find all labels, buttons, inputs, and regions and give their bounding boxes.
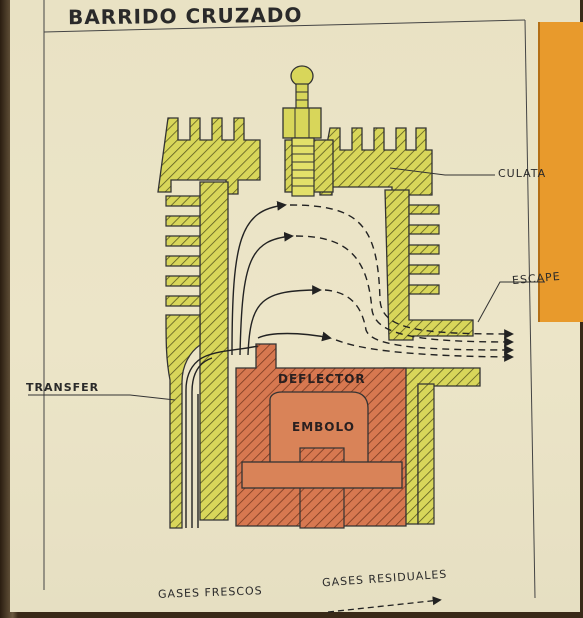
legend-residual-line [327, 596, 442, 613]
orange-margin-tab [538, 22, 583, 322]
transfer-line-2 [191, 357, 213, 528]
escape-leader [477, 281, 545, 323]
label-transfer: TRANSFER [26, 381, 100, 394]
diagram-title: BARRIDO CRUZADO [67, 2, 303, 30]
fresh-arrow-top [231, 201, 287, 356]
residual-arrow-4 [335, 339, 514, 362]
fresh-arrow-low [247, 285, 322, 356]
label-embolo: EMBOLO [292, 420, 355, 434]
residual-gas-flow [289, 204, 514, 362]
label-deflector: DEFLECTOR [278, 372, 366, 386]
frame-top-line [43, 19, 526, 33]
legend-samples [327, 596, 442, 613]
culata-leader [389, 167, 495, 176]
residual-arrow-2 [295, 235, 514, 347]
fresh-arrow-bottom [257, 331, 332, 342]
fresh-arrow-mid [239, 231, 294, 356]
piston-embolo [235, 343, 407, 529]
transfer-leader [28, 394, 176, 401]
residual-arrow-1 [289, 204, 514, 339]
leader-lines [28, 167, 545, 401]
frame-right-line [524, 19, 536, 599]
fresh-gas-flow [185, 201, 332, 528]
label-culata: CULATA [498, 167, 547, 180]
left-cylinder-wall [165, 181, 229, 529]
spark-plug-icon [282, 65, 322, 197]
